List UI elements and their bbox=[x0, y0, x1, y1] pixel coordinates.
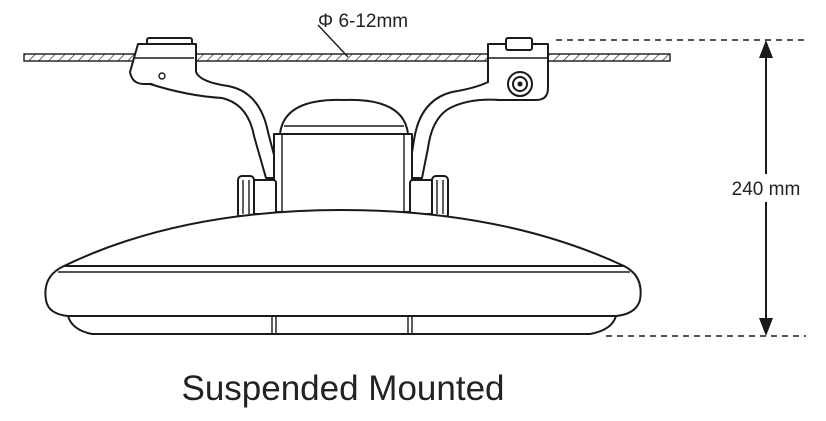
left-cable-gland bbox=[237, 175, 277, 219]
neck-housing bbox=[273, 133, 413, 213]
left-bracket-arm bbox=[149, 71, 281, 179]
cable-leader-line bbox=[317, 24, 349, 58]
suspension-cable bbox=[23, 53, 671, 62]
top-dome bbox=[279, 98, 409, 135]
diagram-caption: Suspended Mounted bbox=[181, 369, 504, 408]
clamp-screw-icon bbox=[507, 71, 533, 97]
cable-diameter-callout: Φ 6-12mm bbox=[317, 11, 408, 58]
arrow-down-icon bbox=[759, 318, 773, 336]
left-clamp bbox=[129, 37, 197, 85]
cable-diameter-label: Φ 6-12mm bbox=[318, 11, 408, 32]
height-label: 240 mm bbox=[732, 179, 801, 200]
height-dimension: 240 mm bbox=[556, 39, 814, 337]
luminaire-body bbox=[44, 209, 642, 335]
right-cable-gland bbox=[409, 175, 449, 219]
arrow-up-icon bbox=[759, 40, 773, 58]
right-bracket-arm bbox=[407, 81, 501, 179]
